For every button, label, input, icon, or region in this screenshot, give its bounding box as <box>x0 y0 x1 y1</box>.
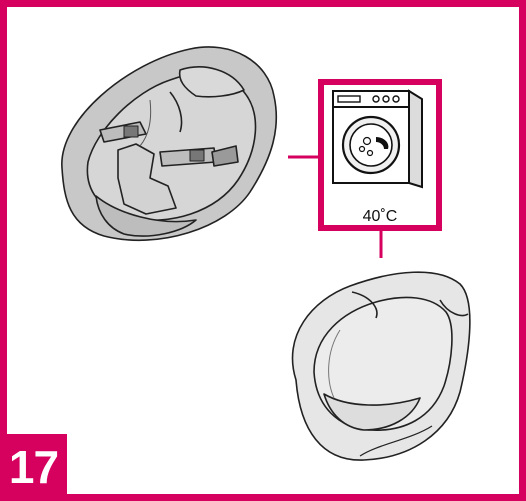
wash-instruction-box: 40˚C <box>318 79 442 231</box>
washing-machine-icon <box>332 89 423 189</box>
seat-liner-washed <box>291 271 471 461</box>
step-number-badge: 17 <box>0 434 67 501</box>
wash-temperature-label: 40˚C <box>362 208 398 225</box>
seat-liner-with-harness <box>61 46 278 242</box>
